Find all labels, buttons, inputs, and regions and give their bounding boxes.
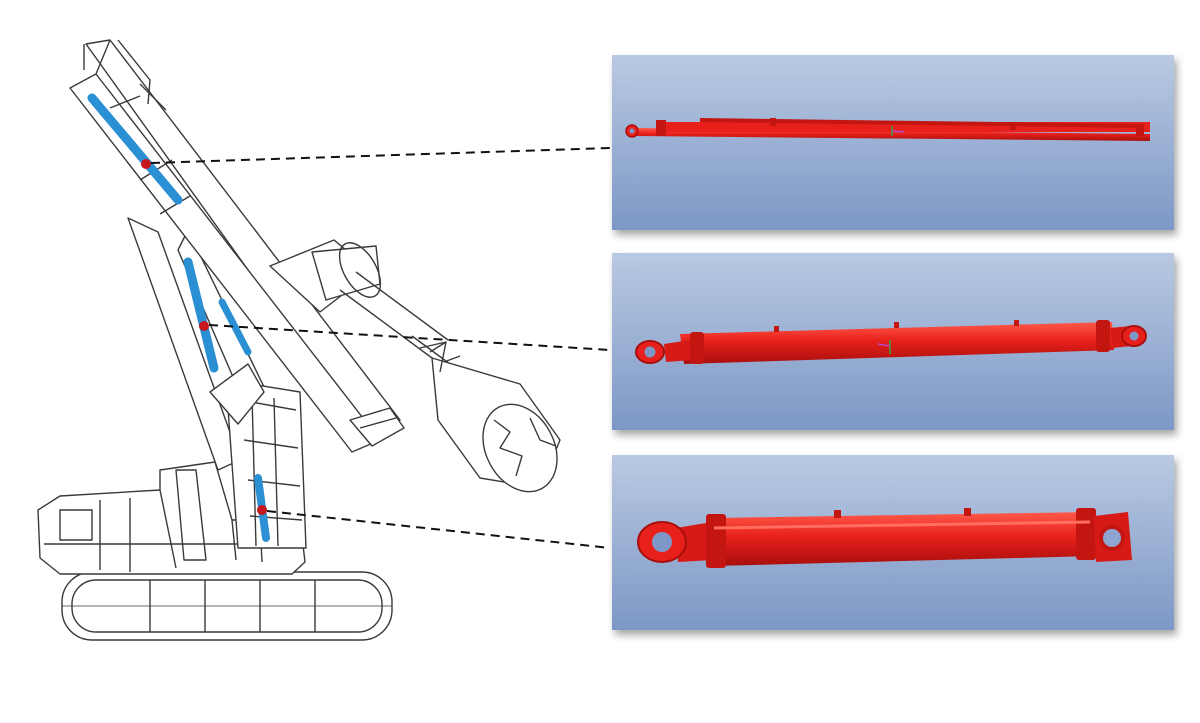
marker-boom-cylinder xyxy=(141,159,151,169)
crawler-track xyxy=(61,571,393,641)
marker-mast-cylinder xyxy=(199,321,209,331)
lower-guide xyxy=(349,407,405,447)
panel-luffing-cylinder xyxy=(612,455,1174,630)
mast-support-frame xyxy=(127,217,307,549)
markers xyxy=(141,159,267,515)
short-thick-hydraulic-cylinder-icon xyxy=(637,508,1132,568)
leader-lines xyxy=(150,147,611,549)
marker-luffing-cylinder xyxy=(257,505,267,515)
rotary-head xyxy=(269,239,451,365)
leader-line-luffing xyxy=(266,510,611,549)
rig-mast-cylinder-left xyxy=(183,257,219,373)
rig-mast-cylinder-right xyxy=(218,298,252,356)
panel-boom-cylinder xyxy=(612,55,1174,230)
drilling-bucket xyxy=(429,341,561,493)
medium-hydraulic-cylinder-icon xyxy=(635,320,1147,364)
rig-boom-cylinder xyxy=(87,93,183,205)
leader-line-boom xyxy=(150,147,611,164)
panel-mast-cylinder xyxy=(612,253,1174,430)
leader-line-mast xyxy=(208,324,611,351)
long-thin-hydraulic-cylinder-icon xyxy=(625,118,1150,141)
